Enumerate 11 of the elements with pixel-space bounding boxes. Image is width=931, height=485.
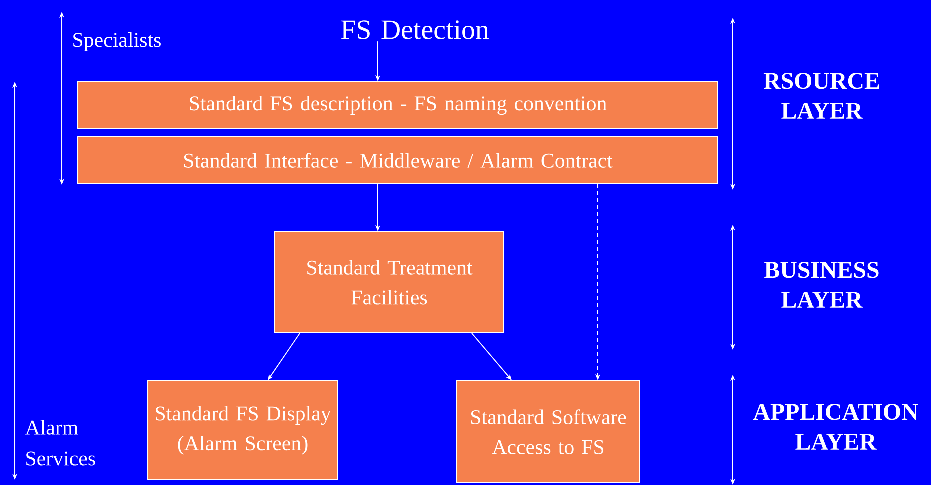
side-label: Specialists	[74, 32, 161, 52]
process-box: Standard FS Display (Alarm Screen)	[148, 380, 338, 480]
process-box: Standard Interface - Middleware / Alarm Contract	[78, 136, 718, 184]
side-label: Alarm Services	[25, 420, 96, 466]
heading-text: FS Detection	[341, 20, 489, 40]
process-box: Standard FS description - FS naming convention	[78, 81, 718, 130]
layer-label: RSOURCE LAYER	[764, 73, 880, 119]
process-box: Standard Software Access to FS	[456, 380, 640, 484]
process-box: Standard Treatment Facilities	[274, 231, 504, 334]
layer-label: BUSINESS LAYER	[764, 262, 879, 308]
layer-label: APPLICATION LAYER	[753, 404, 918, 450]
